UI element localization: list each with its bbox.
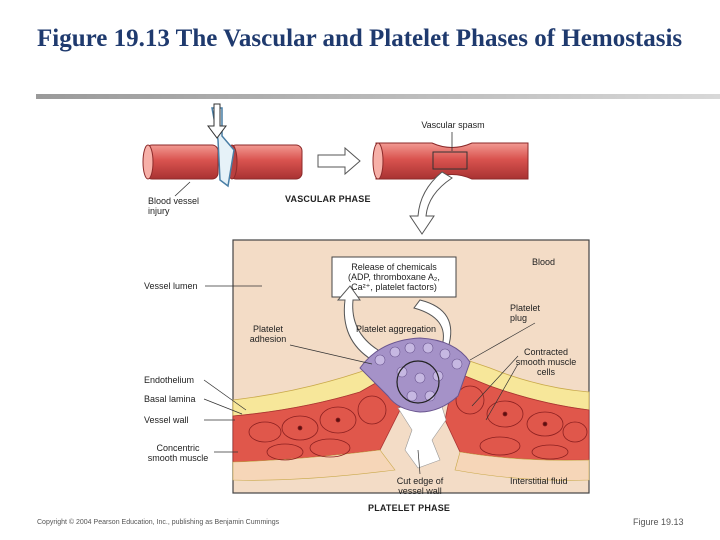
label-vascular-phase: VASCULAR PHASE bbox=[285, 194, 371, 204]
label-contracted-smooth-muscle: Contracted smooth muscle cells bbox=[515, 347, 577, 377]
cutting-blade bbox=[207, 103, 235, 188]
label-blood-vessel-injury: Blood vessel injury bbox=[148, 196, 200, 216]
figure-reference: Figure 19.13 bbox=[633, 517, 684, 527]
spasm-vessel bbox=[372, 142, 529, 180]
label-basal-lamina: Basal lamina bbox=[144, 394, 196, 404]
muscle-cells bbox=[248, 385, 588, 461]
vessel-wall-right bbox=[444, 355, 590, 481]
label-vessel-lumen: Vessel lumen bbox=[144, 281, 198, 291]
phase-arrow bbox=[317, 146, 361, 176]
label-blood: Blood bbox=[532, 257, 556, 267]
label-concentric-smooth-muscle: Concentric smooth muscle bbox=[147, 443, 209, 463]
label-platelet-adhesion: Platelet adhesion bbox=[249, 324, 287, 344]
leader-lines bbox=[203, 285, 536, 475]
label-cut-edge: Cut edge of vessel wall bbox=[396, 476, 444, 496]
label-vascular-spasm: Vascular spasm bbox=[421, 120, 485, 130]
label-endothelium: Endothelium bbox=[144, 375, 195, 385]
label-interstitial-fluid: Interstitial fluid bbox=[510, 476, 568, 486]
adhesion-loop-arrow bbox=[336, 285, 379, 361]
injured-vessel-left bbox=[142, 144, 219, 180]
copyright-notice: Copyright © 2004 Pearson Education, Inc.… bbox=[37, 519, 280, 526]
injured-vessel-right bbox=[226, 144, 303, 180]
zoom-arrow bbox=[409, 171, 453, 235]
page-title: Figure 19.13 The Vascular and Platelet P… bbox=[37, 25, 683, 52]
platelet-plug bbox=[359, 337, 471, 413]
title-divider bbox=[36, 94, 720, 99]
injury-leader-line bbox=[174, 181, 191, 197]
label-vessel-wall: Vessel wall bbox=[144, 415, 189, 425]
label-platelet-aggregation: Platelet aggregation bbox=[356, 324, 437, 334]
label-release-of-chemicals: Release of chemicals (ADP, thromboxane A… bbox=[348, 262, 440, 292]
label-platelet-plug: Platelet plug bbox=[510, 303, 541, 323]
label-platelet-phase: PLATELET PHASE bbox=[368, 503, 451, 513]
